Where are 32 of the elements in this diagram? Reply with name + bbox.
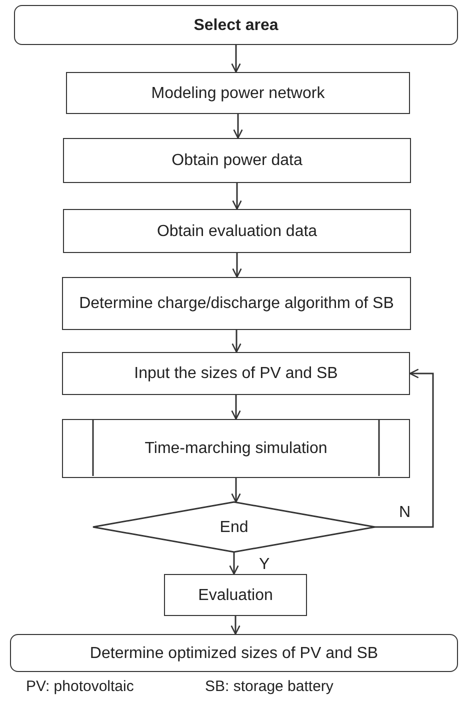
footnote-text: PV: photovoltaic bbox=[26, 678, 134, 695]
terminal-box bbox=[14, 5, 458, 45]
arrow bbox=[231, 478, 241, 503]
footnote-text: SB: storage battery bbox=[205, 678, 334, 695]
process-box bbox=[63, 138, 411, 183]
step-text: Determine charge/discharge algorithm of SB bbox=[78, 294, 395, 313]
step-text: Select area bbox=[192, 16, 280, 34]
arrow bbox=[232, 183, 242, 210]
arrow bbox=[231, 45, 241, 73]
arrow bbox=[232, 330, 242, 353]
step-text: Determine optimized sizes of PV and SB bbox=[88, 644, 380, 662]
arrow bbox=[231, 395, 241, 420]
step-text: End bbox=[218, 518, 250, 536]
arrow bbox=[375, 368, 434, 528]
step-text: Time-marching simulation bbox=[144, 439, 328, 458]
arrow bbox=[230, 616, 240, 635]
step-text: Obtain power data bbox=[170, 151, 304, 170]
step-text: Input the sizes of PV and SB bbox=[133, 364, 339, 383]
terminal-box bbox=[10, 634, 458, 672]
step-text: Evaluation bbox=[197, 586, 274, 604]
process-box bbox=[62, 352, 410, 395]
subprocess-box bbox=[62, 419, 410, 478]
process-box bbox=[62, 277, 411, 330]
process-box bbox=[164, 574, 307, 616]
arrow bbox=[232, 253, 242, 278]
decision-diamond bbox=[93, 502, 375, 552]
process-box bbox=[63, 209, 411, 253]
arrow bbox=[229, 552, 239, 575]
step-text: Modeling power network bbox=[150, 84, 326, 102]
process-box bbox=[66, 72, 410, 114]
arrow bbox=[233, 114, 243, 139]
step-text: Obtain evaluation data bbox=[156, 222, 318, 240]
